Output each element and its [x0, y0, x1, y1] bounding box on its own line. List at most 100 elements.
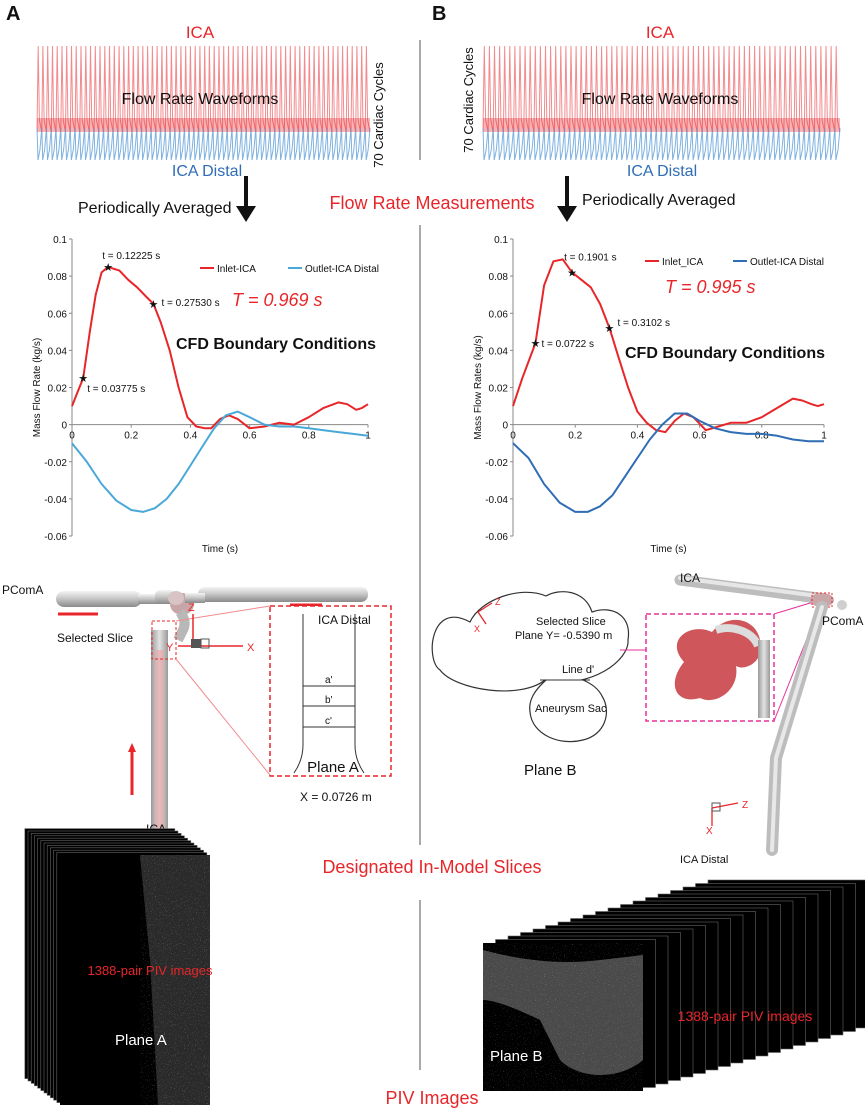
series-line-outlet — [512, 412, 824, 513]
x-tick-label: 0.4 — [183, 431, 197, 442]
annotation-marker: ★ — [149, 299, 159, 311]
x-tick-label: 0 — [69, 431, 75, 442]
waveform-title-b: Flow Rate Waveforms — [582, 91, 739, 108]
annotation-marker: ★ — [531, 338, 541, 350]
legend-label: Outlet-ICA Distal — [305, 264, 379, 275]
y-tick-label: -0.02 — [485, 458, 508, 469]
period-label-b: T = 0.995 s — [665, 277, 756, 297]
waveform-title-a: Flow Rate Waveforms — [122, 91, 279, 108]
piv-count-label-b: 1388-pair PIV images — [678, 1008, 813, 1024]
x-tick-label: 0.6 — [243, 431, 257, 442]
model-a — [56, 587, 392, 840]
x-axis-title: Time (s) — [650, 544, 686, 555]
annotation-label: t = 0.0722 s — [541, 339, 594, 350]
line-c-label: c' — [325, 716, 332, 727]
plane-a-label: Plane A — [307, 759, 359, 776]
down-arrow-b — [557, 176, 577, 222]
annotation-marker: ★ — [78, 373, 88, 385]
annotation-marker: ★ — [103, 262, 113, 274]
ica-distal-label-b: ICA Distal — [680, 854, 728, 866]
x-tick-label: 1 — [365, 431, 371, 442]
waveform-distal-lines — [482, 127, 841, 161]
legend-label: Outlet-ICA Distal — [750, 257, 824, 268]
bc-label-a: CFD Boundary Conditions — [176, 336, 376, 353]
waveform-distal-label-b: ICA Distal — [627, 163, 697, 180]
waveform-distal-label-a: ICA Distal — [172, 163, 242, 180]
x-tick-label: 0.4 — [630, 431, 644, 442]
annotation-label: t = 0.03775 s — [87, 384, 145, 395]
piv-plane-label-b: Plane B — [490, 1048, 543, 1065]
axis-z-label-b2: Z — [742, 800, 748, 811]
waveform-ica-lines — [482, 45, 841, 133]
axis-y-label-a: Y — [166, 642, 174, 654]
y-tick-label: 0.02 — [48, 384, 68, 395]
period-label-a: T = 0.969 s — [232, 290, 323, 310]
annotation-label: t = 0.1901 s — [564, 252, 617, 263]
line-b-label: b' — [325, 695, 333, 706]
axis-z-label-b1: Z — [495, 597, 501, 607]
y-tick-label: 0.06 — [489, 309, 509, 320]
waveform-overlap-band — [483, 118, 840, 132]
legend-label: Inlet_ICA — [662, 257, 703, 268]
axis-x-label-a: X — [247, 642, 255, 654]
pcoma-label-a: PComA — [2, 583, 43, 597]
line-a-label: a' — [325, 675, 333, 686]
y-tick-label: 0 — [61, 421, 67, 432]
y-tick-label: -0.06 — [485, 532, 508, 543]
x-axis-title: Time (s) — [202, 544, 238, 555]
y-tick-label: -0.02 — [44, 458, 67, 469]
annotation-marker: ★ — [605, 323, 615, 335]
x-tick-label: 0.8 — [755, 431, 769, 442]
model-b — [431, 574, 847, 856]
waveform-distal-lines — [36, 127, 371, 161]
cycles-label-b: 70 Cardiac Cycles — [461, 47, 476, 153]
down-arrow-a — [236, 176, 256, 222]
y-tick-label: 0.06 — [48, 309, 68, 320]
piv-image-b — [483, 943, 643, 1091]
waveform-ica-label-a: ICA — [186, 23, 215, 42]
y-tick-label: 0.1 — [53, 235, 67, 246]
ica-distal-label-a: ICA Distal — [318, 613, 371, 627]
y-axis-title: Mass Flow Rates (kg/s) — [473, 335, 484, 439]
piv-plane-label-a: Plane A — [115, 1032, 167, 1049]
waveform-strip-b — [482, 45, 841, 161]
series-line-inlet — [71, 265, 369, 430]
aneurysm-sac-label: Aneurysm Sac — [535, 703, 607, 715]
series-line-outlet — [71, 410, 369, 513]
annotation-marker: ★ — [567, 267, 577, 279]
x-tick-label: 0.2 — [568, 431, 582, 442]
plane-y-coordinate: Plane Y= -0.5390 m — [515, 630, 612, 642]
panel-letter-a: A — [6, 3, 20, 25]
y-axis-title: Mass Flow Rate (kg/s) — [32, 338, 43, 437]
bc-label-b: CFD Boundary Conditions — [625, 345, 825, 362]
x-tick-label: 1 — [821, 431, 827, 442]
averaged-label-a: Periodically Averaged — [78, 200, 232, 217]
series-line-inlet — [512, 258, 825, 434]
piv-images-label: PIV Images — [385, 1088, 478, 1108]
y-tick-label: 0.08 — [489, 272, 509, 283]
y-tick-label: 0.1 — [494, 235, 508, 246]
designated-slices-label: Designated In-Model Slices — [322, 857, 541, 877]
plane-b-label: Plane B — [524, 762, 577, 779]
legend-label: Inlet-ICA — [217, 264, 256, 275]
y-tick-label: -0.04 — [485, 495, 508, 506]
waveform-ica-lines — [36, 45, 371, 133]
x-tick-label: 0.8 — [302, 431, 316, 442]
flow-rate-measurements-label: Flow Rate Measurements — [329, 193, 534, 213]
axis-x-label-b2: X — [706, 826, 713, 837]
x-tick-label: 0.6 — [693, 431, 707, 442]
y-tick-label: 0.04 — [489, 346, 509, 357]
annotation-label: t = 0.12225 s — [102, 251, 160, 262]
pcoma-label-b: PComA — [822, 614, 863, 628]
y-tick-label: 0 — [502, 421, 508, 432]
averaged-label-b: Periodically Averaged — [582, 192, 736, 209]
waveform-overlap-band — [37, 118, 370, 132]
x-tick-label: 0.2 — [124, 431, 138, 442]
panel-letter-b: B — [432, 3, 446, 25]
piv-count-label-a: 1388-pair PIV images — [87, 963, 213, 978]
plane-a-coordinate: X = 0.0726 m — [300, 790, 372, 804]
y-tick-label: -0.04 — [44, 495, 67, 506]
x-tick-label: 0 — [510, 431, 516, 442]
